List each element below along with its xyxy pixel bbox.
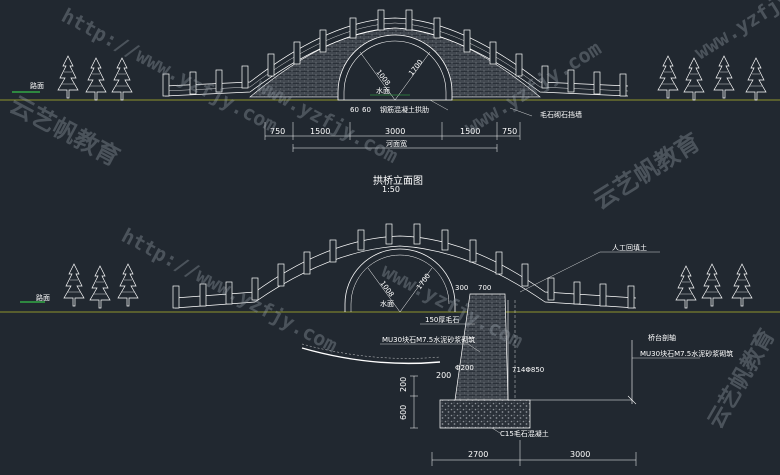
upper-dim-3: 3000 [385,127,405,136]
upper-railing-posts [162,9,627,97]
lower-water-label: 水面 [380,299,394,308]
lower-vdim-1: 200 [399,377,408,392]
watermark-brand-1: 云艺帆教育 [5,91,124,172]
upper-dim-4: 1500 [460,127,480,136]
lower-stone-note: 150厚毛石 [425,315,459,324]
upper-rib-dim-b: 60 [362,106,371,114]
upper-railing [164,17,629,97]
lower-railing [174,235,637,309]
drawing-scale: 1:50 [382,185,400,194]
drawing-title: 拱桥立面图 [373,174,423,187]
upper-elevation: 路面 [0,9,780,194]
lower-top-dim: 300 [455,284,468,292]
upper-river-width-label: 河面宽 [386,139,407,148]
upper-paving-note: 毛石砌石挡墙 [540,110,582,119]
upper-radius-line-1 [359,51,396,101]
upper-road-label: 路面 [30,81,44,90]
lower-rebar-dim: Φ200 [455,364,474,372]
upper-rib-note: 钢筋混凝土拱肋 [380,105,429,114]
lower-beam-note: 714Φ850 [512,366,544,374]
watermark-url-6: www.yzfjy.com [690,0,780,64]
lower-arch [344,248,456,312]
watermark-brand-2: 云艺帆教育 [588,128,705,215]
lower-trees-right [675,263,753,309]
lower-concrete-note: C15毛石混凝土 [500,429,549,438]
lower-vertical-dims [410,375,418,429]
upper-rib-dim-a: 60 [350,106,359,114]
upper-radius-line-2 [394,51,431,101]
lower-railing-posts [172,223,635,309]
lower-bottom-dim-2: 3000 [570,450,590,459]
lower-trees-left [63,263,139,309]
foundation-rubble-concrete [439,399,531,429]
lower-wall-note-right: MU30块石M7.5水泥砂浆砌筑 [640,349,733,358]
watermark-brand-3: 云艺帆教育 [703,325,780,433]
upper-dim-2: 1500 [310,127,330,136]
lower-fill-note: 人工回填土 [612,243,647,252]
lower-wall-note-left: MU30块石M7.5水泥砂浆砌筑 [382,335,475,344]
lower-vdim-2: 600 [399,405,408,420]
upper-arch-opening [337,34,453,101]
upper-water-label: 水面 [376,86,390,95]
watermark-url-4: http://www.yzfjy.com [118,223,342,357]
lower-section: 路面 [0,223,780,466]
upper-dim-5: 750 [502,127,517,136]
lower-bottom-dim-1: 2700 [468,450,488,459]
upper-trees-left [57,55,133,101]
lower-cut-curve [301,347,441,365]
lower-abutment-note: 桥台剖轴 [648,333,676,342]
lower-road-label: 路面 [36,293,50,302]
upper-trees-right [657,55,767,101]
lower-vdim-3: 200 [436,371,451,380]
lower-bottom-dims [431,440,637,466]
upper-dim-1: 750 [270,127,285,136]
upper-dimension-chain [264,122,521,152]
lower-top-dim-2: 700 [478,284,491,292]
